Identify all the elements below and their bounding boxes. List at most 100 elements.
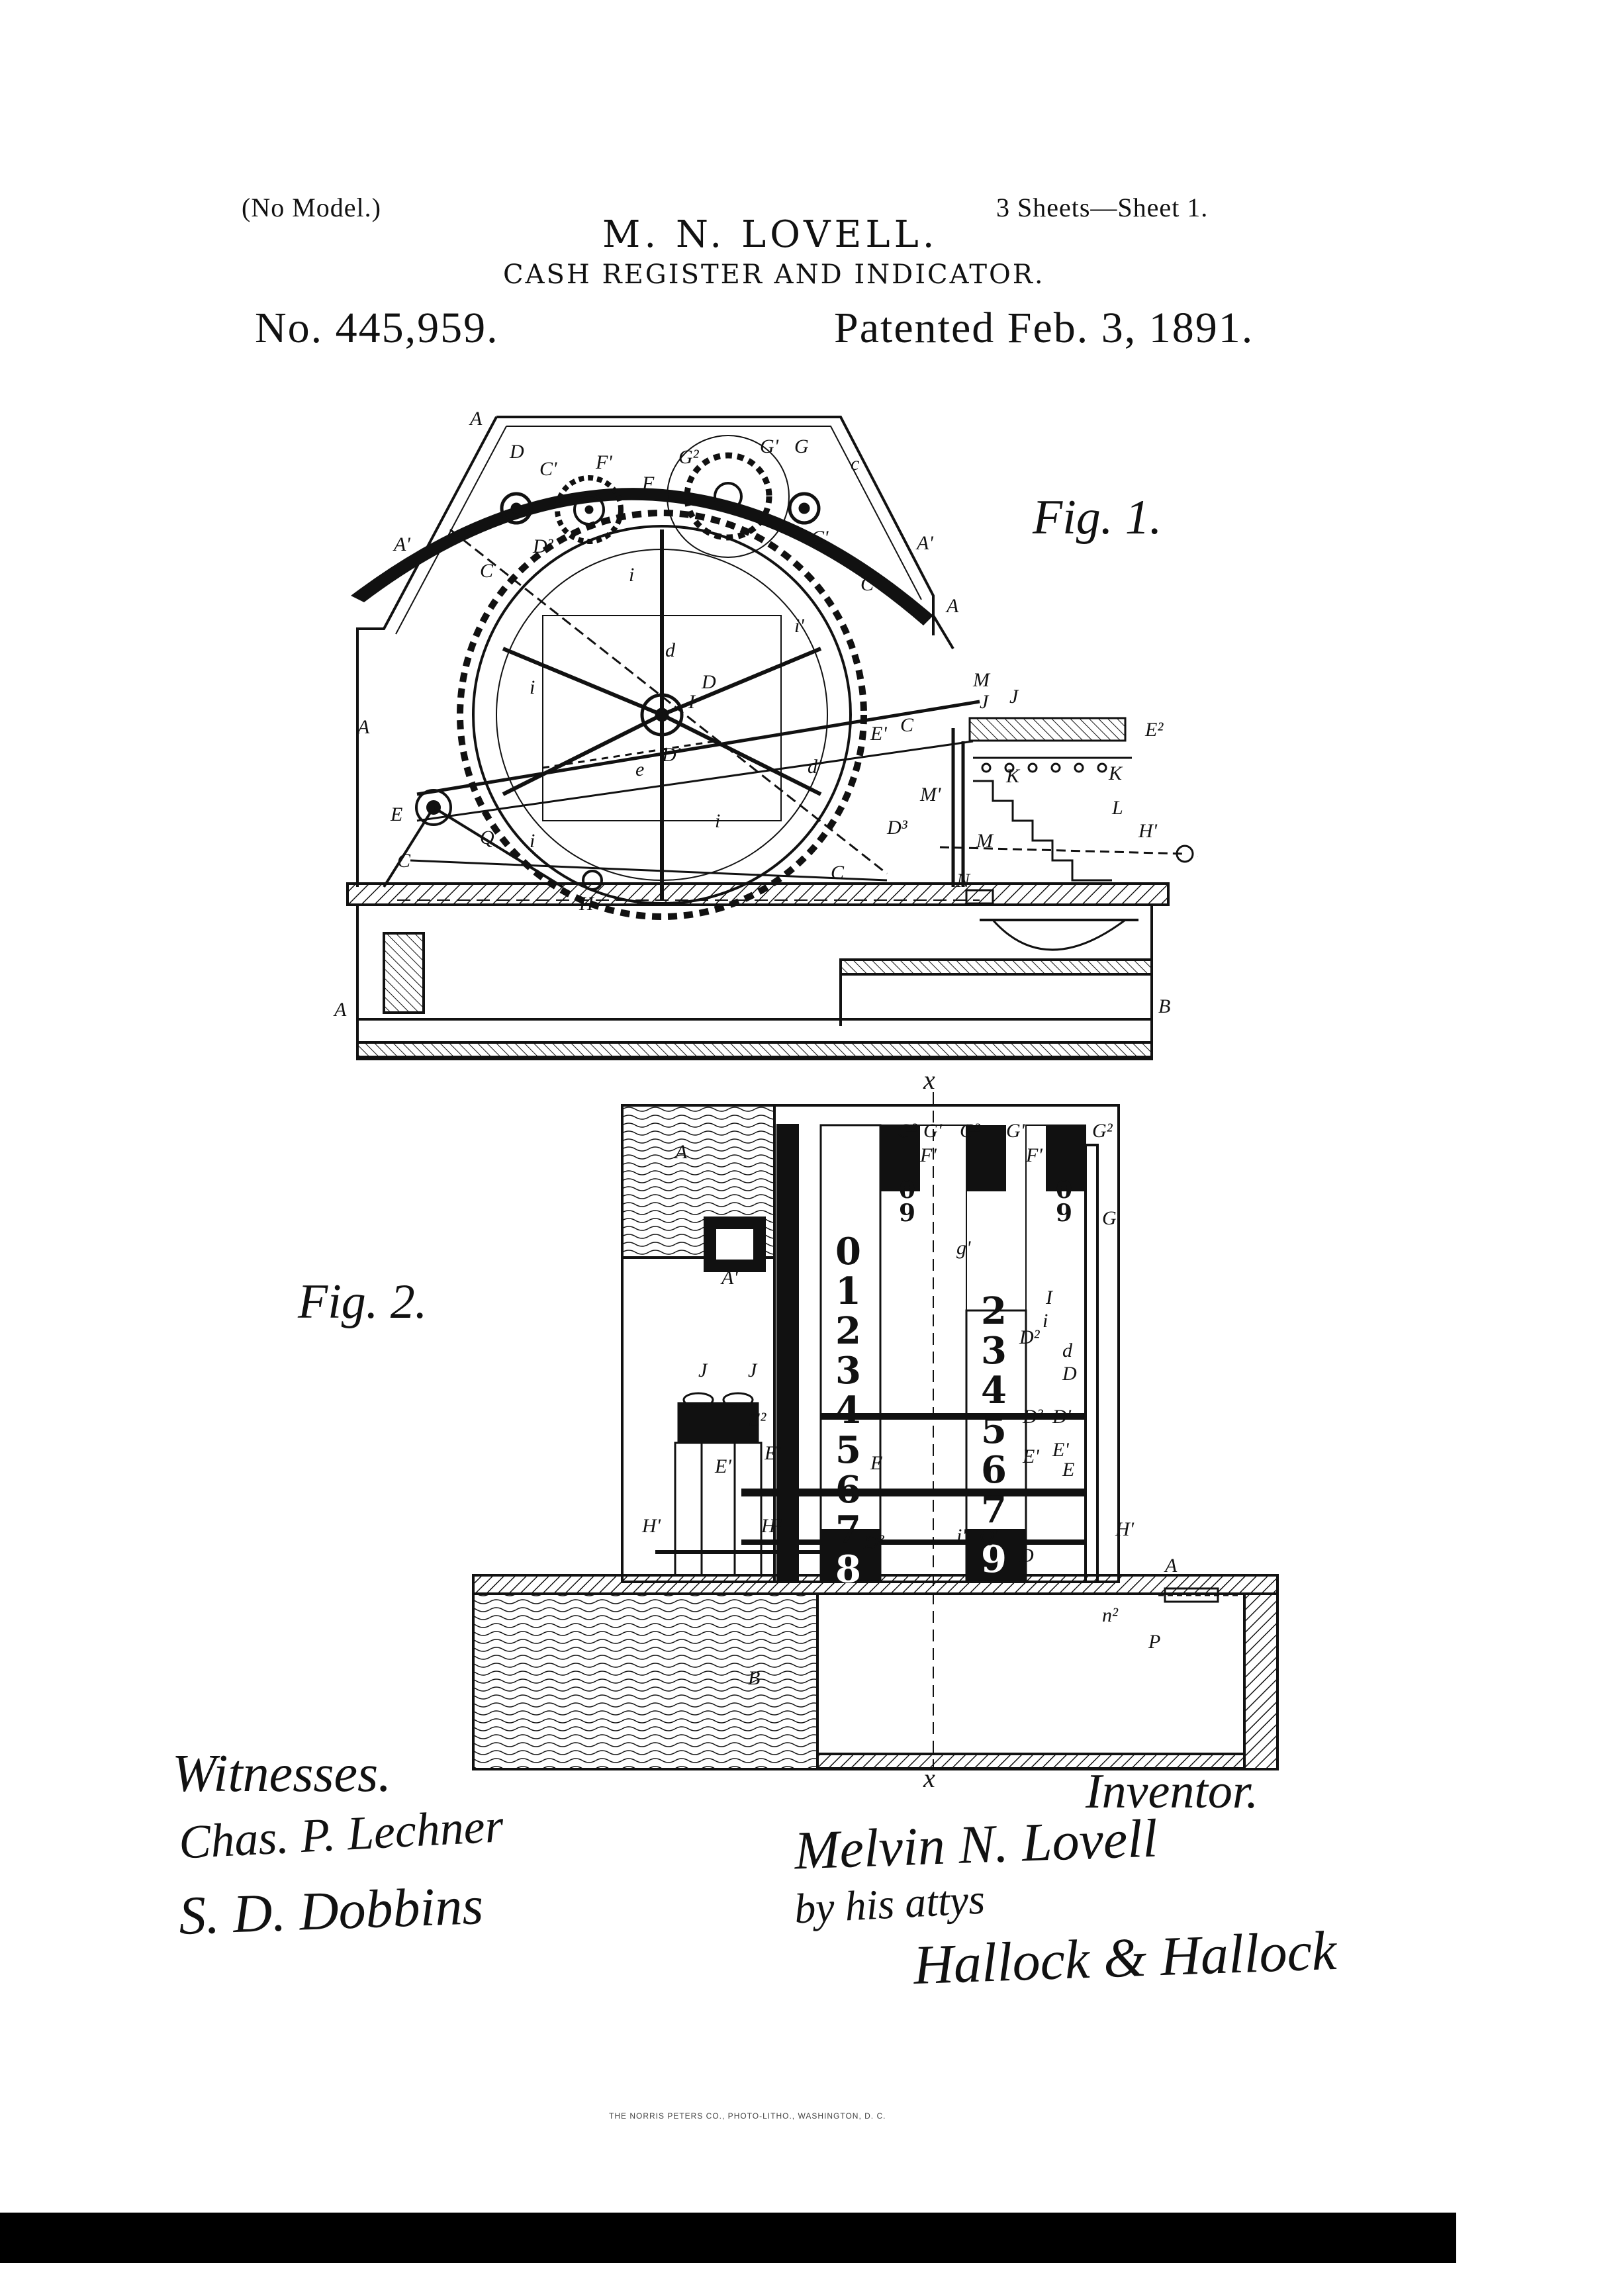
svg-text:Q: Q bbox=[480, 827, 494, 849]
digit-1: 1 bbox=[835, 1269, 861, 1313]
svg-text:D³: D³ bbox=[886, 817, 908, 839]
svg-text:N: N bbox=[956, 870, 971, 892]
svg-text:J: J bbox=[1009, 686, 1019, 708]
digit-4b: 4 bbox=[981, 1369, 1007, 1412]
patent-number: No. 445,959. bbox=[255, 304, 499, 352]
svg-text:C: C bbox=[900, 714, 914, 736]
svg-text:G': G' bbox=[1006, 1120, 1025, 1142]
digit-2b: 2 bbox=[981, 1289, 1007, 1333]
svg-text:C: C bbox=[397, 850, 411, 872]
svg-text:P: P bbox=[1148, 1631, 1160, 1653]
digit-4: 4 bbox=[835, 1389, 861, 1432]
svg-text:H': H' bbox=[641, 1515, 661, 1537]
scan-edge-bar bbox=[0, 2213, 1456, 2263]
no-model-note: (No Model.) bbox=[242, 193, 381, 222]
svg-text:G': G' bbox=[760, 436, 779, 457]
svg-text:G²: G² bbox=[960, 1120, 981, 1142]
svg-text:E': E' bbox=[714, 1455, 731, 1477]
svg-text:J: J bbox=[698, 1359, 708, 1381]
svg-text:G: G bbox=[794, 436, 809, 457]
svg-text:x: x bbox=[923, 1066, 935, 1095]
digit-7: 7 bbox=[835, 1508, 861, 1551]
svg-text:B: B bbox=[748, 1667, 760, 1689]
svg-text:D³: D³ bbox=[863, 1532, 885, 1553]
svg-text:D²: D² bbox=[532, 535, 554, 557]
digit-0: 0 bbox=[835, 1230, 861, 1273]
fig1-main-gear bbox=[410, 510, 980, 920]
svg-text:E': E' bbox=[764, 1442, 781, 1464]
printer-credit: THE NORRIS PETERS CO., PHOTO-LITHO., WAS… bbox=[609, 2111, 886, 2121]
svg-text:E²: E² bbox=[1144, 719, 1164, 741]
svg-text:D: D bbox=[1019, 1545, 1034, 1567]
svg-text:G²: G² bbox=[897, 1120, 918, 1142]
svg-text:I: I bbox=[688, 691, 696, 713]
svg-text:A: A bbox=[333, 999, 347, 1021]
svg-text:A: A bbox=[356, 716, 370, 738]
svg-text:H²: H² bbox=[1197, 840, 1198, 862]
svg-text:G': G' bbox=[923, 1120, 943, 1142]
svg-text:D: D bbox=[1062, 1363, 1077, 1385]
svg-text:i: i bbox=[530, 830, 535, 852]
svg-text:E': E' bbox=[1022, 1446, 1039, 1467]
digit-3: 3 bbox=[835, 1349, 861, 1393]
inventor-name: M. N. LOVELL. bbox=[602, 213, 939, 256]
svg-text:M: M bbox=[972, 669, 991, 691]
svg-text:d: d bbox=[665, 639, 676, 661]
fig1-left-lever bbox=[383, 789, 603, 891]
svg-text:F': F' bbox=[1025, 1144, 1043, 1166]
digit-6: 6 bbox=[835, 1468, 861, 1512]
inventor-label: Inventor. bbox=[1086, 1765, 1258, 1819]
svg-text:g': g' bbox=[956, 1237, 971, 1259]
svg-text:D: D bbox=[509, 441, 524, 463]
svg-text:i: i bbox=[1043, 1310, 1048, 1332]
digit-9c: 9 bbox=[899, 1199, 915, 1227]
digit-9d: 9 bbox=[1056, 1199, 1072, 1227]
svg-text:A': A' bbox=[720, 1267, 738, 1289]
svg-text:J: J bbox=[980, 691, 990, 713]
svg-text:A: A bbox=[469, 408, 483, 430]
svg-text:E: E bbox=[870, 1452, 882, 1474]
attorneys-signature: Hallock & Hallock bbox=[912, 1919, 1338, 1997]
svg-text:G²: G² bbox=[678, 446, 700, 468]
sheet-number: 3 Sheets—Sheet 1. bbox=[996, 193, 1209, 222]
svg-text:K: K bbox=[1005, 765, 1021, 787]
svg-text:H: H bbox=[579, 893, 595, 915]
digit-6b: 6 bbox=[981, 1448, 1007, 1492]
svg-text:H²: H² bbox=[761, 1515, 782, 1537]
fig2-number-wheels bbox=[741, 1124, 1086, 1583]
svg-text:H': H' bbox=[1138, 820, 1158, 842]
svg-text:i': i' bbox=[794, 615, 804, 637]
svg-text:Q': Q' bbox=[980, 1525, 999, 1547]
svg-text:G: G bbox=[1102, 1207, 1117, 1229]
digit-2: 2 bbox=[835, 1309, 861, 1353]
svg-text:J: J bbox=[748, 1359, 758, 1381]
svg-text:F': F' bbox=[919, 1144, 937, 1166]
fig1-cabinet bbox=[346, 416, 1170, 1060]
fig1-arc-band bbox=[351, 488, 933, 625]
fig1-label: Fig. 1. bbox=[1033, 490, 1162, 545]
svg-text:n²: n² bbox=[1102, 1604, 1119, 1626]
svg-text:D': D' bbox=[661, 744, 681, 766]
svg-text:A': A' bbox=[393, 533, 410, 555]
fig1-top-gears bbox=[500, 435, 821, 558]
svg-text:d': d' bbox=[808, 756, 822, 778]
svg-text:A: A bbox=[674, 1141, 688, 1163]
svg-text:i': i' bbox=[956, 1525, 966, 1547]
patent-title: CASH REGISTER AND INDICATOR. bbox=[503, 259, 1045, 290]
svg-text:D': D' bbox=[1052, 1406, 1072, 1428]
svg-text:A': A' bbox=[915, 532, 933, 554]
fig2-label: Fig. 2. bbox=[298, 1275, 428, 1329]
svg-text:F: F bbox=[641, 473, 655, 494]
svg-text:D: D bbox=[701, 671, 716, 693]
svg-text:c: c bbox=[851, 453, 859, 475]
digit-7b: 7 bbox=[981, 1488, 1007, 1532]
svg-text:E: E bbox=[1062, 1459, 1074, 1481]
svg-text:M: M bbox=[976, 830, 994, 852]
digit-8: 8 bbox=[835, 1547, 861, 1591]
witness-2-signature: S. D. Dobbins bbox=[177, 1874, 485, 1947]
svg-text:D³: D³ bbox=[1022, 1406, 1044, 1428]
svg-text:K: K bbox=[1108, 762, 1123, 784]
svg-text:d: d bbox=[1062, 1340, 1073, 1361]
svg-text:E²: E² bbox=[747, 1409, 766, 1431]
witnesses-label: Witnesses. bbox=[172, 1745, 392, 1803]
